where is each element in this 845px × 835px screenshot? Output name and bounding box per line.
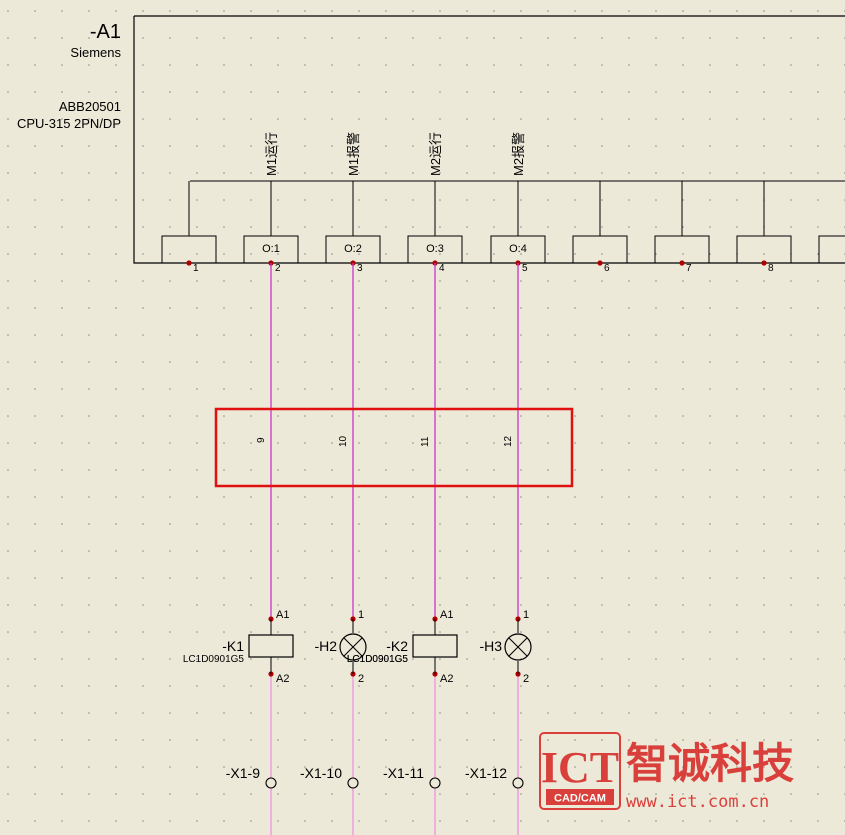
signal-label: M2运行 [428,132,443,176]
logo-sub: CAD/CAM [554,793,606,805]
terminal-label-top: 1 [358,609,364,621]
pin-number: 7 [686,263,692,274]
pin-number: 4 [439,263,445,274]
terminal-icon [347,777,359,789]
coil-icon [248,634,294,658]
device-part-number: LC1D0901G5 [347,654,409,665]
terminal-x1-12[interactable]: -X1-12 [465,765,524,789]
logo-sub-bar [546,789,614,805]
pin-node [186,260,192,266]
terminal-label-bottom: A2 [440,673,453,685]
terminal-icon [265,777,277,789]
wire-number-labels: 9 10 11 12 [256,435,514,447]
terminal-x1-11[interactable]: -X1-11 [383,765,441,789]
lamp-cross-b [343,637,363,657]
device-h3[interactable]: 1 2 -H3 [479,609,532,685]
device-tag: -K2 [386,638,408,654]
ict-logo: ICT CAD/CAM 智诚科技 www.ict.com.cn [539,732,794,812]
wires [270,263,519,835]
terminal-icon [512,777,524,789]
signal-label: M1运行 [264,132,279,176]
logo-frame [539,732,621,810]
output-slot [818,235,845,264]
output-address: O:2 [344,243,362,255]
plc-signal-labels: M1运行 M1报警 M2运行 M2报警 [264,132,526,176]
terminal-label-bottom: A2 [276,673,289,685]
plc-tag: -A1 [90,21,121,43]
terminal-label-bottom: 2 [358,673,364,685]
device-part-number: LC1D0901G5 [347,654,409,665]
terminal-x1-10[interactable]: -X1-10 [300,765,359,789]
device-tag: -H3 [479,638,502,654]
terminal-strip: -X1-9 -X1-10 -X1-11 -X1-12 [226,765,524,789]
terminal-label-top: 1 [523,609,529,621]
lamp-cross-b [508,637,528,657]
pin-node [679,260,685,266]
wire-number: 9 [256,437,267,443]
logo-mark: ICT [541,743,619,792]
terminal-label: -X1-11 [383,765,424,781]
device-part-number: LC1D0901G5 [183,654,245,665]
plc-maker: Siemens [70,45,121,60]
highlight-box[interactable] [214,407,574,488]
lamp-icon [504,633,532,661]
pin-number: 6 [604,263,610,274]
lamp-icon [339,633,367,661]
output-address: O:1 [262,243,280,255]
wire-number: 10 [338,435,349,447]
device-tag: -K1 [222,638,244,654]
pin-node [761,260,767,266]
pin-node [597,260,603,266]
pin-number: 2 [275,263,281,274]
pin-number: 5 [522,263,528,274]
terminal-label-bottom: 2 [523,673,529,685]
terminal-label-top: A1 [276,609,289,621]
terminal-x1-9[interactable]: -X1-9 [226,765,277,789]
plc-part-number: ABB20501 [59,99,121,114]
output-address: O:3 [426,243,444,255]
wire-number: 12 [503,435,514,447]
terminal-label: -X1-10 [300,765,342,781]
pin-number: 8 [768,263,774,274]
logo-company-name: 智诚科技 [626,739,794,788]
devices: A1A2-K1LC1D0901G512-H2LC1D0901G5A1A2-K2L… [183,609,532,685]
signal-label: M2报警 [511,132,526,176]
terminal-label: -X1-12 [465,765,507,781]
coil-icon [412,634,458,658]
plc-model: CPU-315 2PN/DP [17,116,121,131]
logo-url: www.ict.com.cn [626,792,769,812]
wire-number: 11 [420,436,431,447]
device-tag: -H2 [314,638,337,654]
terminal-icon [429,777,441,789]
output-address: O:4 [509,243,527,255]
signal-label: M1报警 [346,132,361,176]
terminal-label: -X1-9 [226,765,260,781]
pin-number: 3 [357,263,363,274]
terminal-label-top: A1 [440,609,453,621]
pin-number: 1 [193,263,199,274]
